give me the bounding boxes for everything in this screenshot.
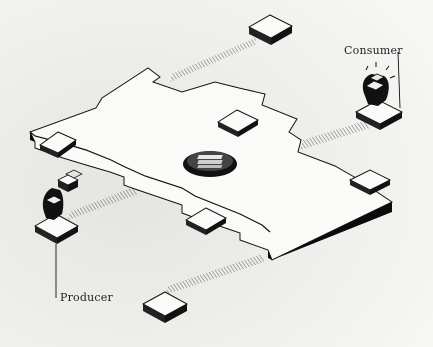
producer-label: Producer <box>60 291 113 304</box>
consumer-label: Consumer <box>344 44 403 57</box>
hub-stack-icon <box>197 155 222 168</box>
